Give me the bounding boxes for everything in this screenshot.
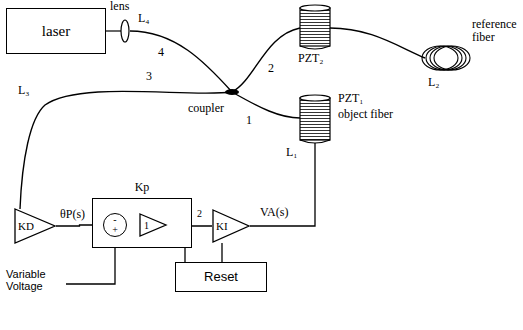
pzt-cylinder-top <box>300 5 330 11</box>
port-number: 2 <box>268 62 274 75</box>
node-text: laser <box>42 23 70 40</box>
port-number: 1 <box>246 114 252 127</box>
laser-box: laser <box>6 8 106 54</box>
length-label: L₁ <box>286 146 298 159</box>
node-text: 1 <box>144 220 149 231</box>
stage-number: 2 <box>197 208 202 219</box>
part-name: PZT₂ <box>298 52 324 65</box>
pzt-cylinder <box>300 98 330 140</box>
triangle-outline <box>213 210 249 242</box>
signal-name: θP(s) <box>59 208 86 221</box>
length-label: L₂ <box>428 76 440 89</box>
part-name: reference fiber <box>472 18 522 44</box>
reference-fiber-lead <box>330 28 425 58</box>
triangle-outline <box>140 214 166 236</box>
fiber-port-1 <box>232 92 300 118</box>
triangle-outline <box>15 209 55 243</box>
part-name: lens <box>110 0 129 13</box>
drive-wire <box>250 143 315 226</box>
pzt-cylinder-bottom <box>300 140 330 143</box>
node-text: KI <box>216 220 228 232</box>
signal-name: VA(s) <box>260 206 288 219</box>
port-number: 3 <box>146 70 152 83</box>
part-name: PZT₁ <box>338 92 364 105</box>
signal-wire <box>184 248 185 262</box>
gain-triangle: KD <box>14 208 56 244</box>
signal-wire <box>221 243 222 262</box>
fiber-port-4 <box>130 31 232 92</box>
node-text: + <box>112 225 118 235</box>
pzt-cylinder <box>300 8 330 46</box>
part-name: object fiber <box>338 108 393 121</box>
summing-junction: -+ <box>103 213 127 237</box>
length-label: L₄ <box>138 12 150 25</box>
fiber-port-2 <box>232 28 300 92</box>
lens-symbol <box>121 20 129 42</box>
pzt-cylinder-top <box>300 95 330 101</box>
node-text: Reset <box>204 270 238 284</box>
fiber-port-3 <box>20 91 232 209</box>
controller-box: Kp-+1 <box>92 198 192 248</box>
node-text: - <box>113 215 116 225</box>
port-number: 4 <box>158 46 164 59</box>
pzt-cylinder-bottom <box>300 46 330 49</box>
coupler-symbol <box>225 89 239 95</box>
gain-triangle: KI <box>212 209 250 243</box>
node-text: Kp <box>93 181 191 194</box>
triangle-outline <box>139 213 167 237</box>
node-text: KD <box>18 220 34 232</box>
signal-name: Variable Voltage <box>6 268 64 292</box>
reset-box: Reset <box>175 262 267 292</box>
part-name: coupler <box>188 102 224 115</box>
reference-fiber-coil <box>422 46 470 70</box>
amplifier-triangle: 1 <box>139 213 167 237</box>
laser-beam <box>106 30 121 31</box>
length-label: L₃ <box>18 84 30 97</box>
